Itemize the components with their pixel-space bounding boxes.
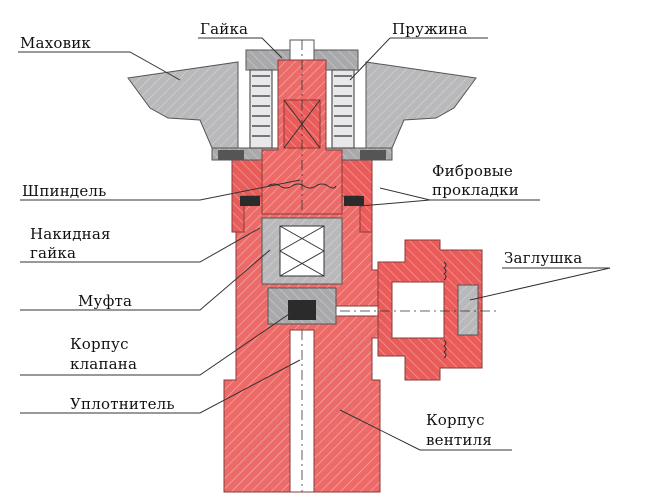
label-valve-body-1: Корпус	[70, 335, 129, 353]
label-plug: Заглушка	[504, 249, 583, 267]
label-fiber-gaskets-2: прокладки	[432, 181, 519, 199]
coupling	[261, 217, 343, 285]
label-valve-housing-1: Корпус	[426, 411, 485, 429]
valve-core	[267, 287, 337, 325]
label-fiber-gaskets-1: Фибровые	[432, 162, 513, 180]
label-coupling: Муфта	[78, 292, 133, 310]
label-nut: Гайка	[200, 20, 249, 38]
leader-lines	[18, 37, 611, 451]
outlet-plug	[320, 239, 500, 381]
label-valve-body-2: клапана	[70, 355, 138, 373]
label-union-nut-1: Накидная	[30, 225, 111, 243]
fiber-gaskets	[218, 150, 386, 206]
label-union-nut-2: гайка	[30, 244, 77, 262]
spindle	[261, 40, 343, 215]
label-spring: Пружина	[392, 20, 468, 38]
label-spindle: Шпиндель	[22, 182, 107, 200]
label-valve-housing-2: вентиля	[426, 431, 493, 449]
label-seal: Уплотнитель	[70, 395, 175, 413]
label-handwheel: Маховик	[20, 34, 92, 52]
spring	[249, 69, 355, 149]
